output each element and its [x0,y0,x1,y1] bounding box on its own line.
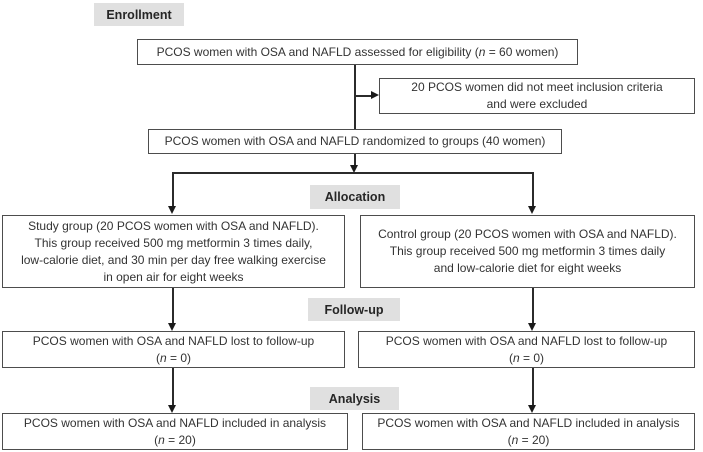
arrowhead-down-followup-left-icon [168,323,176,331]
eligibility-text: PCOS women with OSA and NAFLD assessed f… [156,44,559,59]
italic-n: n [511,432,519,447]
study-group-box: Study group (20 PCOS women with OSA and … [2,215,345,288]
arrowhead-down-analysis-right-icon [528,405,536,413]
section-label-followup: Follow-up [308,298,400,321]
italic-n: n [158,432,165,447]
section-label-analysis: Analysis [310,387,399,410]
control-group-line-1: Control group (20 PCOS women with OSA an… [378,227,677,241]
randomized-box: PCOS women with OSA and NAFLD randomized… [148,129,562,154]
connector-followup-to-analysis-left [172,368,174,405]
control-group-line-2: This group received 500 mg metformin 3 t… [389,244,666,258]
section-label-allocation: Allocation [310,185,400,209]
section-label-enrollment: Enrollment [94,3,184,26]
arrowhead-down-split-icon [350,165,358,173]
study-group-line-3: low-calorie diet, and 30 min per day fre… [21,252,326,267]
italic-n: n [512,350,520,365]
eligibility-box: PCOS women with OSA and NAFLD assessed f… [137,39,578,65]
connector-allocation-split [172,172,533,174]
connector-followup-to-analysis-right [532,368,534,405]
italic-n: n [478,44,486,59]
analysis-right-line-2: (n = 20) [507,432,550,447]
arrowhead-right-excluded-icon [371,91,379,99]
control-group-box: Control group (20 PCOS women with OSA an… [360,215,695,288]
arrowhead-down-control-icon [528,206,536,214]
connector-split-to-study [172,172,174,206]
study-group-line-2: This group received 500 mg metformin 3 t… [34,235,313,250]
analysis-left-box: PCOS women with OSA and NAFLD included i… [2,413,348,450]
excluded-box: 20 PCOS women did not meet inclusion cri… [379,78,695,114]
analysis-left-line-1: PCOS women with OSA and NAFLD included i… [23,415,327,430]
arrowhead-down-analysis-left-icon [168,405,176,413]
connector-study-to-followup [172,288,174,323]
followup-right-line-2: (n = 0) [508,350,545,365]
arrowhead-down-followup-right-icon [528,323,536,331]
randomized-text: PCOS women with OSA and NAFLD randomized… [164,134,546,148]
analysis-right-line-1: PCOS women with OSA and NAFLD included i… [377,415,680,430]
connector-control-to-followup [532,288,534,323]
italic-n: n [159,350,167,365]
excluded-line-2: and were excluded [486,97,588,111]
followup-left-box: PCOS women with OSA and NAFLD lost to fo… [2,331,345,368]
excluded-line-1: 20 PCOS women did not meet inclusion cri… [411,80,663,94]
connector-split-to-control [532,172,534,206]
connector-randomized-to-split [354,154,356,166]
analysis-right-box: PCOS women with OSA and NAFLD included i… [362,413,695,450]
study-group-line-1: Study group (20 PCOS women with OSA and … [28,218,319,233]
connector-to-excluded [354,95,371,97]
control-group-line-3: and low-calorie diet for eight weeks [433,261,622,275]
followup-left-line-1: PCOS women with OSA and NAFLD lost to fo… [32,333,315,348]
followup-right-box: PCOS women with OSA and NAFLD lost to fo… [358,331,695,368]
study-group-line-4: in open air for eight weeks [103,269,244,284]
followup-right-line-1: PCOS women with OSA and NAFLD lost to fo… [385,333,668,348]
arrowhead-down-study-icon [168,206,176,214]
connector-eligibility-to-randomized [354,65,356,129]
analysis-left-line-2: (n = 20) [154,432,196,447]
followup-left-line-2: (n = 0) [155,350,192,365]
